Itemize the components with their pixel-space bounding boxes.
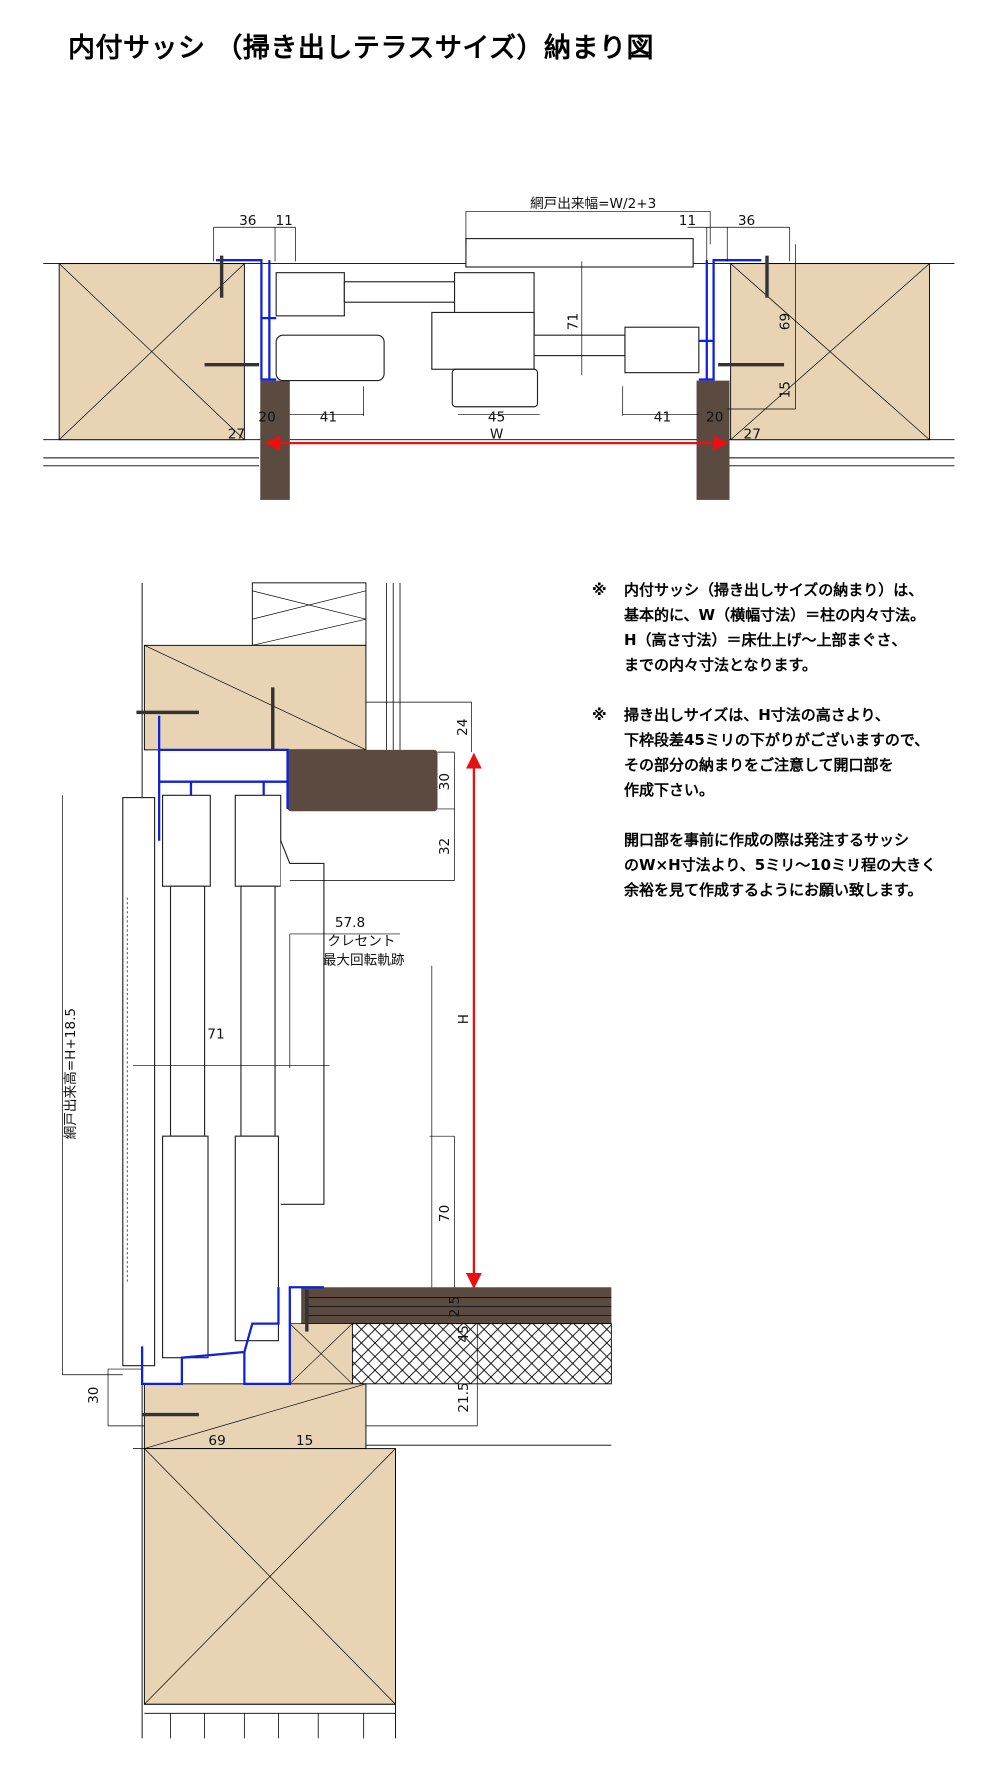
sill-frame [140, 1286, 324, 1385]
dim-24: 24 [455, 718, 471, 735]
right-post [696, 263, 930, 500]
dim-71: 71 [565, 313, 581, 330]
note-1: ※ 内付サッシ（掃き出しサイズの納まり）は、 基本的に、W（横幅寸法）＝柱の内々… [592, 578, 936, 678]
plan-dimension-lines [213, 210, 796, 416]
left-frame [215, 259, 277, 381]
note-2: ※ 掃き出しサイズは、H寸法の高さより、 下枠段差45ミリの下がりがございますの… [592, 703, 936, 803]
head-frame [158, 715, 289, 847]
page-title: 内付サッシ （掃き出しテラスサイズ）納まり図 [68, 33, 655, 64]
dim-69-section: 69 [208, 1433, 225, 1449]
dim-left-27: 27 [228, 427, 245, 443]
dim-71-section: 71 [207, 1026, 224, 1042]
note-line: 掃き出しサイズは、H寸法の高さより、 [624, 706, 890, 724]
crescent-label-2: 最大回転軌跡 [323, 953, 405, 969]
dim-30-top: 30 [437, 773, 453, 790]
section-view: 24 30 32 57.8 クレセント 最大回転軌跡 71 H 70 2.5 4… [62, 582, 612, 1739]
dim-15-section: 15 [296, 1433, 313, 1449]
crescent-label-1: クレセント [327, 933, 395, 949]
insulation [251, 582, 401, 750]
dim-h: H [456, 1014, 472, 1024]
dim-left-36: 36 [239, 213, 256, 229]
dim-30-bottom: 30 [86, 1387, 102, 1404]
dim-left-11: 11 [275, 213, 292, 229]
right-frame [698, 259, 762, 381]
dim-45: 45 [456, 1325, 472, 1342]
dim-right-36: 36 [738, 213, 755, 229]
screws-plan [204, 255, 785, 367]
dim-21-5: 21.5 [456, 1382, 472, 1412]
note-line: 作成下さい。 [624, 781, 715, 799]
screws-section [136, 687, 309, 1417]
screen-width-label: 網戸出来幅=W/2+3 [530, 196, 656, 212]
dim-right-41: 41 [654, 410, 671, 426]
sash-section [122, 794, 325, 1367]
dim-left-41: 41 [320, 410, 337, 426]
plan-view: 網戸出来幅=W/2+3 36 11 11 36 71 69 15 20 41 4… [43, 196, 955, 500]
header-wood [143, 644, 367, 751]
dim-70: 70 [437, 1205, 453, 1222]
note-line: のW×H寸法より、5ミリ～10ミリ程の大きく [624, 856, 937, 874]
dim-center-45: 45 [488, 410, 505, 426]
note-line: その部分の納まりをご注意して開口部を [624, 756, 894, 774]
note-line: 基本的に、W（横幅寸法）＝柱の内々寸法。 [624, 606, 926, 624]
note-line: 下枠段差45ミリの下がりがございますので、 [624, 731, 930, 749]
note-line: 開口部を事前に作成の際は発注するサッシ [624, 831, 910, 849]
screen-height-label: 網戸出来高=H+18.5 [62, 1008, 79, 1140]
dim-right-11: 11 [679, 213, 696, 229]
left-post [58, 263, 290, 500]
dim-right-20: 20 [706, 410, 723, 426]
note-mark: ※ [592, 581, 607, 599]
dim-32: 32 [437, 838, 453, 855]
dim-15: 15 [778, 381, 794, 398]
dim-w: W [490, 427, 504, 443]
crescent-dim: 57.8 [335, 915, 365, 931]
dim-right-27: 27 [744, 427, 761, 443]
note-3: 開口部を事前に作成の際は発注するサッシ のW×H寸法より、5ミリ～10ミリ程の大… [592, 828, 936, 903]
dim-2-5: 2.5 [447, 1296, 463, 1318]
dim-left-20: 20 [258, 410, 275, 426]
floor [143, 1287, 612, 1739]
note-mark: ※ [592, 706, 607, 724]
note-line: H（高さ寸法）＝床仕上げ～上部まぐさ、 [624, 631, 907, 649]
note-line: 余裕を見て作成するようにお願い致します。 [624, 881, 923, 899]
note-line: 内付サッシ（掃き出しサイズの納まり）は、 [624, 581, 924, 599]
note-line: までの内々寸法となります。 [624, 656, 818, 674]
dim-69: 69 [778, 313, 794, 330]
notes: ※ 内付サッシ（掃き出しサイズの納まり）は、 基本的に、W（横幅寸法）＝柱の内々… [592, 578, 936, 928]
head-casing [287, 749, 438, 812]
sash-profiles [275, 238, 700, 408]
